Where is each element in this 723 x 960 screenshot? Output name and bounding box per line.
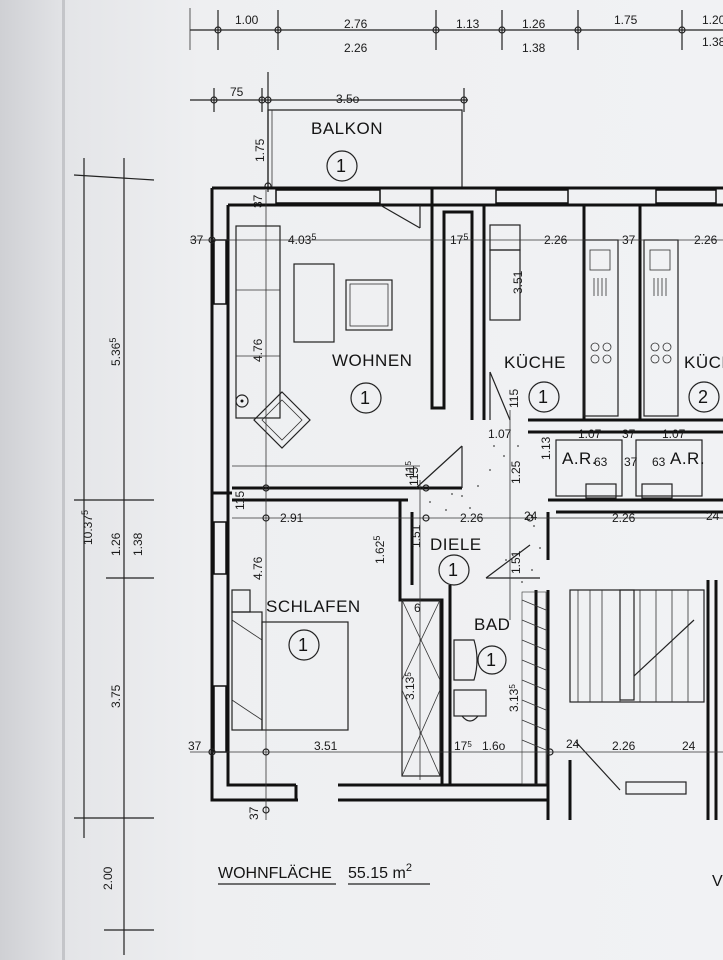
dim-wall24b-width: 2.26 [612, 511, 636, 525]
top-dim-3: 1.13 [456, 17, 480, 31]
bedroom-number: 1 [298, 635, 308, 655]
dim-storage-depth-2: 63 [652, 455, 666, 469]
room-dimensions: 37 4.035 4.76 175 2.26 37 2.26 3.51 2.91… [188, 232, 720, 820]
dim-stair-wall-2: 24 [682, 739, 696, 753]
top-dim-8: 1.38 [522, 41, 546, 55]
windows-top [213, 189, 717, 753]
room-labels: WOHNEN 1 KÜCHE 1 KÜCH 2 SCHLAFEN 1 DIELE… [266, 351, 723, 675]
area-value: 55.15 m2 [348, 862, 412, 882]
dim-wall115b: 115 [407, 467, 421, 486]
top-dim-2: 2.76 [344, 17, 368, 31]
dim-bedroom-height: 4.76 [251, 556, 265, 580]
dim-wall37-4: 37 [624, 455, 638, 469]
dim-bath-height-2: 3.135 [507, 684, 521, 712]
top-dim-4: 1.26 [522, 17, 546, 31]
dim-wall115c: 115 [507, 389, 521, 408]
dim-stair-wall: 24 [566, 737, 580, 751]
dim-wall24: 24 [524, 509, 538, 523]
balcony-dim-left: 75 [230, 85, 244, 99]
dim-kitchen-small: 1.25 [509, 460, 523, 484]
dim-storage-width-2: 1.07 [578, 427, 602, 441]
dim-bath-width: 1.6o [482, 739, 506, 753]
balcony-label: BALKON [311, 119, 383, 138]
kitchen-2-label: KÜCH [684, 353, 723, 372]
dim-hall-height: 1.625 [372, 536, 387, 564]
living-room-label: WOHNEN [332, 351, 412, 370]
dim-storage-width-3: 1.07 [662, 427, 686, 441]
kitchen-2-number: 2 [698, 387, 708, 407]
outer-walls [210, 186, 723, 820]
dim-wall37-2: 37 [622, 233, 636, 247]
dim-bedroom-width: 2.91 [280, 511, 304, 525]
left-dim-bottom: 2.00 [101, 866, 115, 890]
interior-walls [212, 188, 723, 785]
dim-wall115d: 115 [403, 461, 417, 478]
storage-2-label: A.R. [670, 449, 705, 468]
dim-hall-width: 2.26 [460, 511, 484, 525]
dim-kitchen-depth: 3.51 [511, 270, 525, 294]
storage-rooms [555, 439, 703, 499]
dim-wall37-6: 37 [247, 806, 261, 820]
dim-kitchen-width-2: 2.26 [694, 233, 718, 247]
left-dim-total: 10.375 [80, 510, 95, 545]
bathroom-number: 1 [486, 650, 496, 670]
left-dim-lower: 3.75 [109, 684, 123, 708]
dim-wall6: 6 [414, 601, 421, 615]
bedroom-label: SCHLAFEN [266, 597, 361, 616]
left-dim-mid2: 1.38 [131, 532, 145, 556]
dim-kitchen-width: 2.26 [544, 233, 568, 247]
bedroom-furniture [231, 589, 441, 777]
top-dim-7: 2.26 [344, 41, 368, 55]
staircase [569, 580, 718, 820]
top-dimension-chain: 1.00 2.76 1.13 1.26 1.75 1.20 2.26 1.38 … [189, 8, 723, 55]
top-dim-6: 1.20 [702, 13, 723, 27]
storage-1-label: A.R. [562, 449, 597, 468]
hall-number: 1 [448, 560, 458, 580]
dim-living-width: 4.035 [288, 232, 316, 247]
dim-hall-door-2: 1.51 [509, 550, 523, 574]
dim-stair-width: 2.26 [612, 739, 636, 753]
hall-floor-pattern [429, 445, 541, 583]
dim-bedroom-width-2: 3.51 [314, 739, 338, 753]
left-dim-mid1: 1.26 [109, 532, 123, 556]
top-dim-1: 1.00 [235, 13, 259, 27]
hall-label: DIELE [430, 535, 482, 554]
dim-hall-door: 1.51 [409, 524, 423, 548]
dim-wall115a: 115 [233, 491, 247, 510]
dim-storage-depth: 63 [594, 455, 608, 469]
dim-wall175b: 175 [454, 739, 472, 753]
dim-wall37-5: 37 [188, 739, 202, 753]
dim-living-height: 4.76 [251, 338, 265, 362]
living-area-caption: WOHNFLÄCHE 55.15 m2 V [218, 862, 723, 890]
top-dim-5: 1.75 [614, 13, 638, 27]
kitchen-1-number: 1 [538, 387, 548, 407]
section-letter: V [712, 873, 723, 890]
interior-dimension-lines [190, 190, 723, 820]
dim-storage-width: 1.07 [488, 427, 512, 441]
dim-wall37-3: 37 [622, 427, 636, 441]
area-label: WOHNFLÄCHE [218, 864, 332, 882]
left-dim-upper: 5.365 [108, 338, 123, 366]
bathroom-fittings [453, 591, 547, 785]
dim-bath-height: 3.135 [403, 672, 417, 700]
dim-wall175: 175 [450, 232, 468, 247]
left-dimension-chains: 10.375 5.365 1.26 1.38 3.75 2.00 [73, 158, 155, 955]
balcony-dim-width: 3.5o [336, 92, 360, 106]
page-fold [62, 0, 65, 960]
dim-wall37-1: 37 [190, 233, 204, 247]
balcony-number: 1 [336, 156, 346, 176]
living-room-furniture [232, 225, 420, 467]
bathroom-label: BAD [474, 615, 510, 634]
top-dim-9: 1.38 [702, 35, 723, 49]
balcony: 75 3.5o 1.75 37 BALKON 1 [190, 72, 468, 208]
kitchen-1-label: KÜCHE [504, 353, 566, 372]
dim-kitchen-small-2: 1.13 [539, 436, 553, 460]
living-room-number: 1 [360, 388, 370, 408]
dim-wall24b: 24 [706, 509, 720, 523]
balcony-dim-depth: 1.75 [253, 138, 267, 162]
